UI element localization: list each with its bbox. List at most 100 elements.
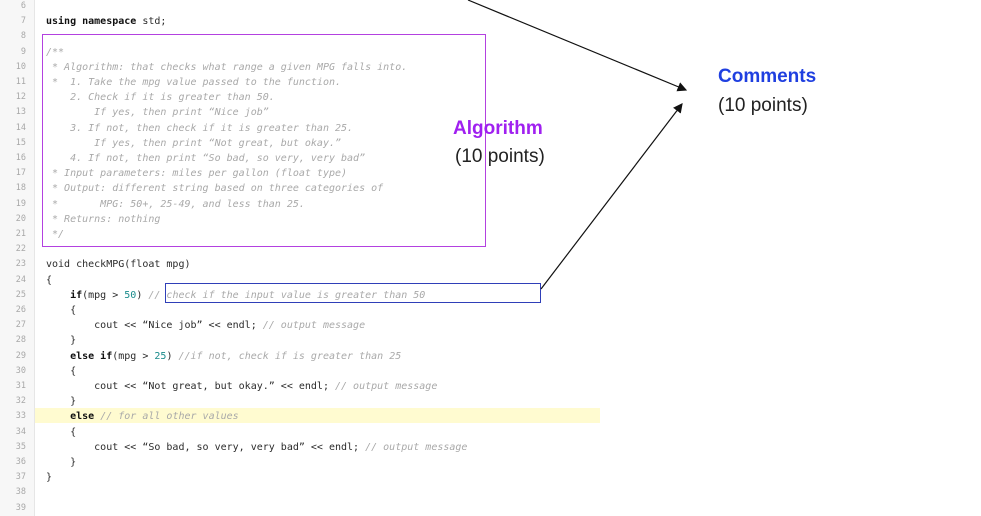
line-number: 9: [20, 46, 26, 57]
code-line[interactable]: 9 /**: [0, 45, 981, 60]
code-line[interactable]: 38: [0, 485, 981, 500]
line-code: If yes, then print “Nice job”: [46, 105, 269, 120]
code-line[interactable]: 27 cout << “Nice job” << endl; // output…: [0, 318, 981, 333]
line-code: * 1. Take the mpg value passed to the fu…: [46, 75, 341, 90]
line-number: 33: [15, 411, 26, 422]
line-code: * Input parameters: miles per gallon (fl…: [46, 166, 347, 181]
code-line[interactable]: 13 If yes, then print “Nice job”: [0, 105, 981, 120]
line-code: }: [46, 333, 76, 348]
line-code: 4. If not, then print “So bad, so very, …: [46, 151, 365, 166]
code-line[interactable]: 22: [0, 242, 981, 257]
code-comment: * MPG: 50+, 25-49, and less than 25.: [46, 198, 305, 210]
code-line[interactable]: 8: [0, 29, 981, 44]
code-comment: 2. Check if it is greater than 50.: [46, 92, 275, 104]
code-line[interactable]: 26 {: [0, 303, 981, 318]
line-number: 24: [15, 274, 26, 285]
code-text: }: [46, 472, 53, 484]
code-keyword: using namespace: [46, 16, 137, 28]
code-text: }: [46, 335, 77, 347]
line-number-gutter: [0, 0, 35, 516]
code-text: ): [136, 289, 149, 301]
code-comment: //if not, check if is greater than 25: [178, 350, 402, 362]
line-code: {: [46, 364, 76, 379]
code-text: std;: [136, 16, 167, 28]
code-comment: * Algorithm: that checks what range a gi…: [46, 61, 408, 73]
code-text: {: [46, 426, 77, 438]
code-text: {: [46, 274, 53, 286]
code-line[interactable]: 18 * Output: different string based on t…: [0, 181, 981, 196]
line-number: 13: [15, 107, 26, 118]
line-number: 10: [15, 61, 26, 72]
line-code: cout << “Not great, but okay.” << endl; …: [46, 379, 437, 394]
code-line[interactable]: 19 * MPG: 50+, 25-49, and less than 25.: [0, 197, 981, 212]
line-code: /**: [46, 45, 64, 60]
line-number: 12: [15, 92, 26, 103]
code-text: void checkMPG(float mpg): [46, 259, 191, 271]
code-text: }: [46, 396, 77, 408]
code-line[interactable]: 37}: [0, 470, 981, 485]
code-comment: * Returns: nothing: [46, 213, 161, 225]
code-text: ): [166, 350, 179, 362]
code-line[interactable]: 28 }: [0, 333, 981, 348]
code-text: }: [46, 457, 77, 468]
algorithm-points: (10 points): [455, 146, 545, 167]
line-number: 21: [15, 229, 26, 239]
code-text: {: [46, 365, 77, 377]
code-line[interactable]: 10 * Algorithm: that checks what range a…: [0, 60, 981, 75]
code-line[interactable]: 20 * Returns: nothing: [0, 212, 981, 227]
code-line[interactable]: 12 2. Check if it is greater than 50.: [0, 90, 981, 105]
line-code: * Output: different string based on thre…: [46, 181, 383, 196]
line-number: 20: [15, 213, 26, 224]
line-number: 8: [20, 31, 26, 42]
code-line[interactable]: 39: [0, 501, 981, 516]
code-text: (mpg >: [82, 289, 125, 301]
code-line[interactable]: 29 else if(mpg > 25) //if not, check if …: [0, 349, 981, 364]
line-number: 36: [15, 457, 26, 467]
code-keyword: if: [46, 289, 83, 301]
line-number: 32: [15, 396, 26, 407]
line-number: 31: [15, 381, 26, 391]
arrow-to-comments-bottom: [540, 103, 683, 290]
line-code: {: [46, 303, 76, 318]
code-line[interactable]: 31 cout << “Not great, but okay.” << end…: [0, 379, 981, 394]
code-line[interactable]: 25 if(mpg > 50) // check if the input va…: [0, 288, 981, 303]
code-comment: 4. If not, then print “So bad, so very, …: [46, 153, 366, 164]
line-number: 37: [15, 472, 26, 483]
code-line[interactable]: 33 else // for all other values: [0, 409, 981, 424]
code-line[interactable]: 17 * Input parameters: miles per gallon …: [0, 166, 981, 181]
code-text: cout << “Not great, but okay.” << endl;: [46, 381, 335, 392]
line-code: else // for all other values: [46, 409, 239, 424]
code-line[interactable]: 30 {: [0, 364, 981, 379]
code-comment: If yes, then print “Nice job”: [46, 107, 269, 119]
code-line[interactable]: 36 }: [0, 455, 981, 470]
code-comment: 3. If not, then check if it is greater t…: [46, 122, 354, 134]
code-comment: */: [46, 229, 65, 240]
current-line-highlight: [35, 408, 600, 423]
code-comment: * Output: different string based on thre…: [46, 183, 384, 195]
line-code: {: [46, 425, 76, 440]
code-keyword: else: [46, 411, 95, 423]
code-line[interactable]: 35 cout << “So bad, so very, very bad” <…: [0, 440, 981, 455]
comment-highlight-box: [165, 283, 541, 303]
code-line[interactable]: 24 {: [0, 273, 981, 288]
code-line[interactable]: 15 If yes, then print “Not great, but ok…: [0, 136, 981, 151]
code-comment: * Input parameters: miles per gallon (fl…: [46, 168, 348, 180]
line-number: 15: [15, 137, 26, 148]
code-comment: /**: [46, 46, 65, 58]
code-comment: // for all other values: [100, 411, 239, 423]
code-line[interactable]: 16 4. If not, then print “So bad, so ver…: [0, 151, 981, 166]
code-line[interactable]: 14 3. If not, then check if it is greate…: [0, 121, 981, 136]
line-code: If yes, then print “Not great, but okay.…: [46, 136, 341, 151]
code-line[interactable]: 11 * 1. Take the mpg value passed to the…: [0, 75, 981, 90]
line-number: 38: [15, 487, 26, 498]
code-line[interactable]: 21 */: [0, 227, 981, 242]
line-code: 3. If not, then check if it is greater t…: [46, 121, 353, 136]
code-line[interactable]: 32 }: [0, 394, 981, 409]
line-number: 39: [15, 502, 26, 513]
code-line[interactable]: 6: [0, 0, 981, 14]
line-number: 18: [15, 183, 26, 194]
code-line[interactable]: 34 {: [0, 425, 981, 440]
